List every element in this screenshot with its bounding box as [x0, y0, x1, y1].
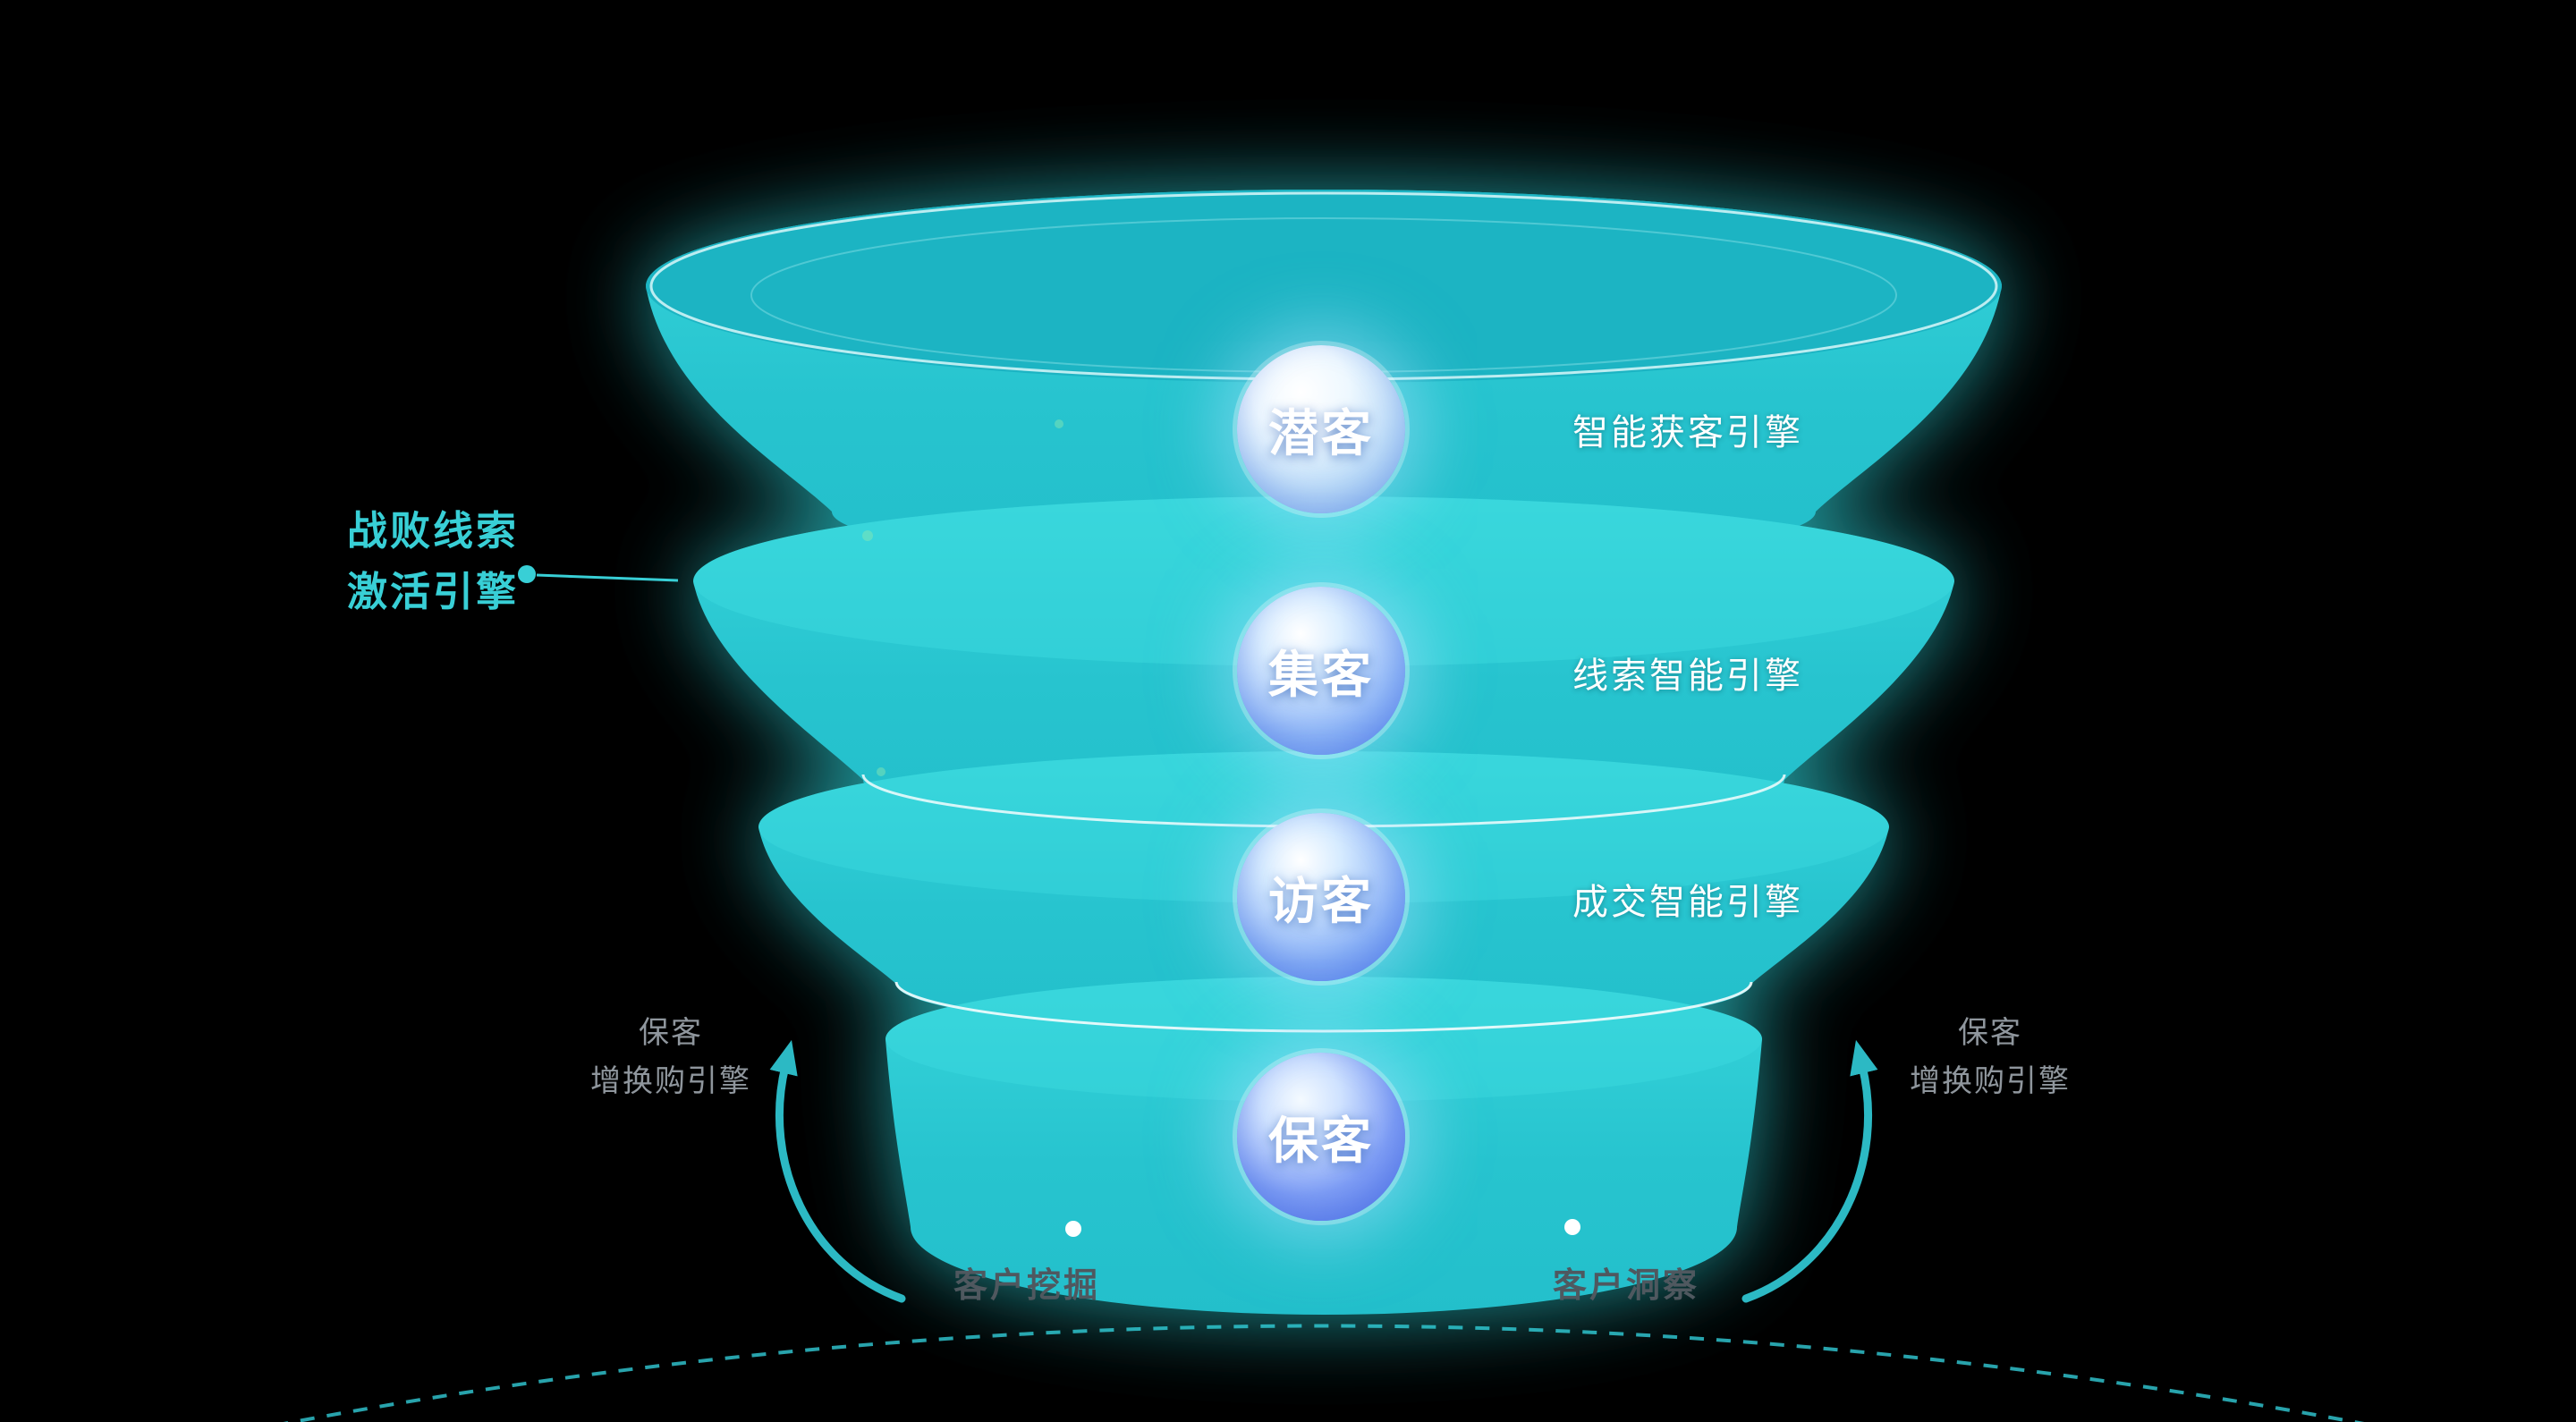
engine-label-deal: 成交智能引擎 — [1572, 883, 1803, 922]
sparkle-dots — [862, 419, 1063, 776]
repurchase-engine-label-right: 保客 增换购引擎 — [1838, 1009, 2142, 1106]
bottom-marker-insight-dot — [1564, 1219, 1580, 1235]
engine-label-leads: 线索智能引擎 — [1572, 656, 1803, 696]
stage-badge-retained-label: 保客 — [1268, 1112, 1374, 1169]
repurchase-engine-label-left: 保客 增换购引擎 — [519, 1009, 823, 1106]
flare-highlights — [693, 496, 1954, 1102]
stage-badge-prospects: 潜客 — [1237, 345, 1405, 513]
stage-badge-leads-label: 集客 — [1268, 646, 1374, 703]
stage-badge-visitors-label: 访客 — [1268, 872, 1374, 929]
stage-badge-prospects-label: 潜客 — [1268, 404, 1374, 461]
stage-badge-visitors: 访客 — [1237, 813, 1405, 981]
bottom-marker-mining-dot — [1065, 1221, 1081, 1237]
repurchase-right-line1: 保客 — [1958, 1016, 2022, 1050]
engine-label-acquisition: 智能获客引擎 — [1572, 413, 1803, 453]
callout-connector — [518, 565, 679, 583]
repurchase-left-line1: 保客 — [639, 1016, 703, 1050]
bottom-marker-insight-label: 客户洞察 — [1552, 1267, 1699, 1305]
upward-arrow-left — [769, 1039, 906, 1303]
dashed-orbit-line — [283, 1324, 2365, 1422]
lost-leads-callout-line1: 战败线索 — [346, 508, 519, 554]
stage-badge-leads: 集客 — [1237, 587, 1405, 755]
repurchase-right-line2: 增换购引擎 — [1910, 1064, 2071, 1099]
bottom-marker-mining-label: 客户挖掘 — [953, 1267, 1100, 1305]
upward-arrow-right — [1741, 1039, 1878, 1303]
repurchase-left-line2: 增换购引擎 — [590, 1064, 751, 1099]
stage-badge-retained: 保客 — [1237, 1053, 1405, 1221]
lost-leads-callout: 战败线索 激活引擎 — [268, 501, 519, 622]
lost-leads-callout-line2: 激活引擎 — [346, 568, 519, 614]
